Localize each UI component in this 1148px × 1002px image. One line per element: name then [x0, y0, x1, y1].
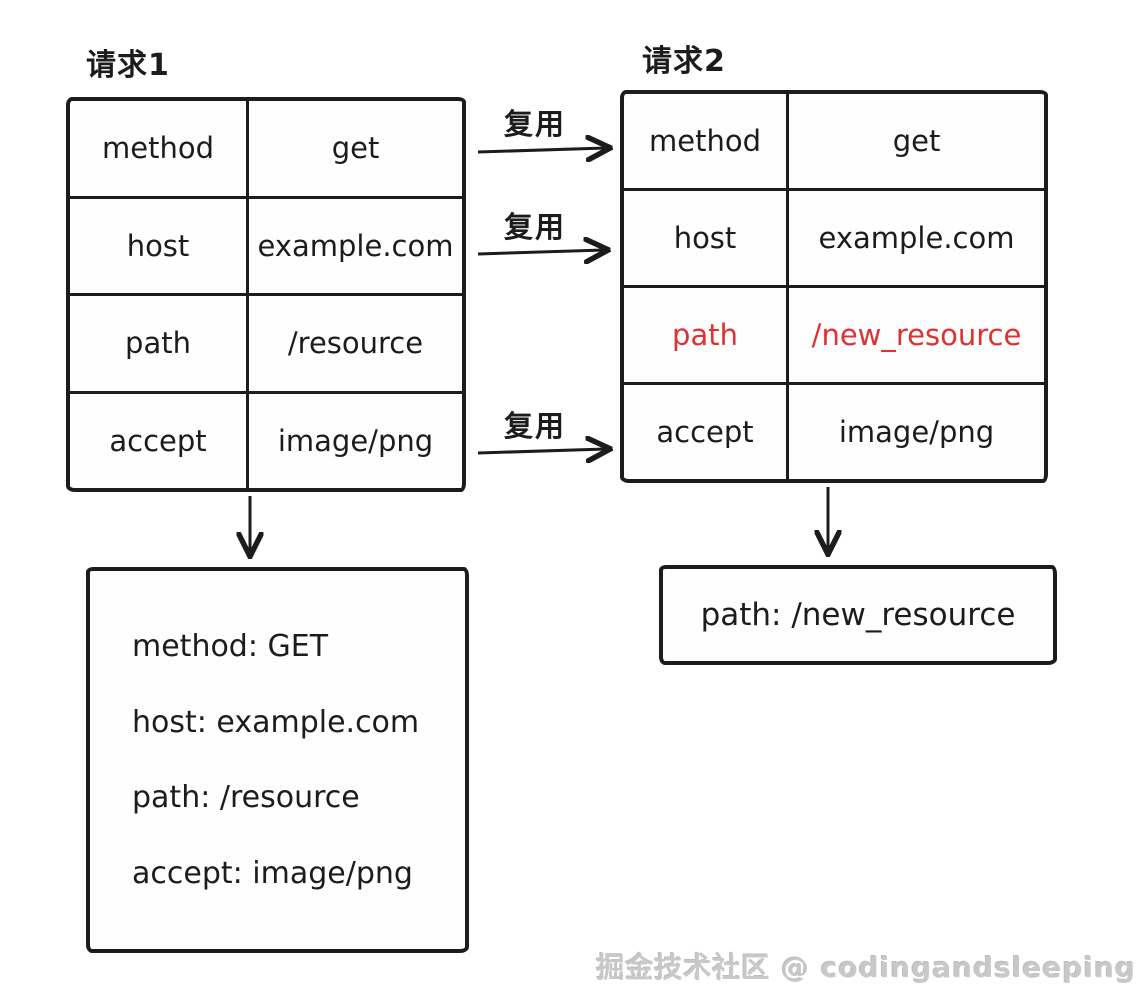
result-line: accept: image/png — [132, 855, 413, 891]
header-key: accept — [70, 393, 249, 488]
header-value: get — [892, 124, 941, 158]
reuse-arrow-accept — [477, 449, 606, 453]
header-key: host — [70, 198, 249, 293]
request1-result-box: method: GET host: example.com path: /res… — [86, 567, 469, 953]
table-row: accept image/png — [70, 393, 462, 488]
header-value: example.com — [257, 228, 454, 263]
table-row-highlighted: path /new_resource — [624, 288, 1044, 385]
table-row: host example.com — [624, 191, 1044, 288]
watermark: 掘金技术社区 @ codingandsleeping — [596, 951, 1136, 984]
table-row: host example.com — [70, 198, 462, 296]
header-value: image/png — [838, 415, 995, 449]
table-row: accept image/png — [624, 385, 1044, 479]
reuse-label-accept: 复用 — [504, 409, 567, 443]
request1-header-table: method get host example.com path /resour… — [66, 97, 466, 492]
reuse-label-method: 复用 — [504, 107, 567, 141]
header-value: /new_resource — [811, 318, 1022, 352]
reuse-arrow-host — [477, 250, 604, 254]
header-value: image/png — [277, 423, 434, 458]
table-row: method get — [624, 94, 1044, 191]
header-key: host — [624, 191, 789, 285]
result-line: path: /resource — [132, 780, 360, 816]
request1-title: 请求1 — [86, 48, 170, 83]
request2-title: 请求2 — [642, 44, 726, 79]
header-key: path — [624, 288, 789, 382]
result-line: path: /new_resource — [700, 597, 1016, 633]
header-key: path — [70, 296, 249, 391]
table-row: method get — [70, 101, 462, 199]
request2-header-table: method get host example.com path /new_re… — [620, 90, 1048, 483]
reuse-label-host: 复用 — [504, 210, 567, 244]
header-value: get — [331, 131, 380, 166]
header-value: /resource — [287, 326, 424, 361]
table-row: path /resource — [70, 296, 462, 394]
header-value: example.com — [818, 221, 1015, 255]
header-key: accept — [624, 385, 789, 479]
request2-result-box: path: /new_resource — [659, 565, 1057, 665]
header-key: method — [624, 94, 789, 188]
result-line: host: example.com — [132, 704, 420, 740]
result-line: method: GET — [132, 629, 329, 665]
header-key: method — [70, 101, 249, 196]
reuse-arrow-method — [477, 148, 606, 152]
